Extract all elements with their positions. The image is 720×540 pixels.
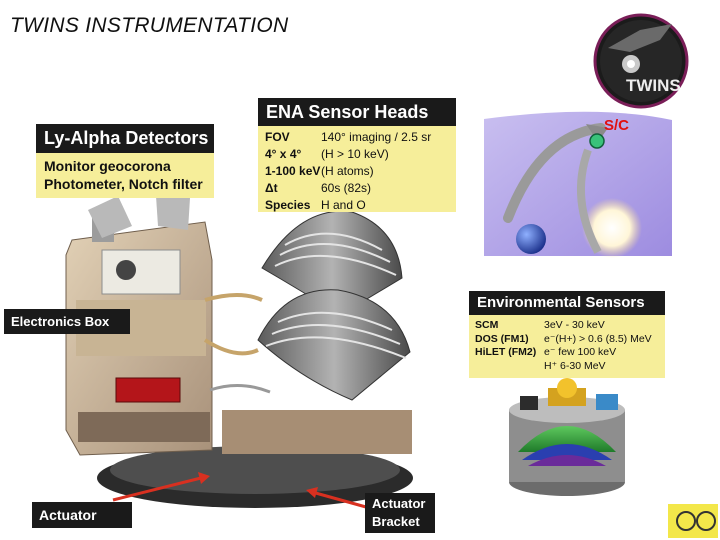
ena-key: 1-100 keV: [265, 164, 321, 178]
ena-key: Δt: [265, 181, 278, 195]
actuator-bracket-line: Bracket: [372, 514, 420, 529]
table-row: 1-100 keV(H atoms): [265, 163, 431, 180]
ly-alpha-header: Ly-Alpha Detectors: [36, 124, 214, 153]
env-header: Environmental Sensors: [469, 291, 665, 315]
env-key: DOS (FM1): [475, 332, 529, 345]
twins-logo: TWINS: [593, 13, 689, 109]
env-body: SCM 3eV - 30 keV DOS (FM1) e⁻(H+) > 0.6 (8…: [469, 315, 665, 378]
twins-instrument-photo: [65, 196, 413, 508]
electronics-box-label: Electronics Box: [4, 309, 130, 334]
spacecraft-marker: [589, 133, 605, 149]
ena-sensor-head-lower: [257, 289, 411, 401]
ly-alpha-panel: Ly-Alpha Detectors Monitor geocorona Pho…: [36, 124, 214, 198]
ena-value: 140° imaging / 2.5 sr: [321, 130, 432, 144]
env-value: e⁻(H+) > 0.6 (8.5) MeV: [544, 332, 652, 345]
env-value: e⁻ few 100 keV: [544, 346, 617, 358]
logo-text: TWINS: [626, 76, 681, 95]
table-row: Species H and O: [265, 197, 431, 214]
env-spec-table: SCM 3eV - 30 keV DOS (FM1) e⁻(H+) > 0.6 (8…: [475, 319, 652, 373]
ena-panel: ENA Sensor Heads FOV 140° imaging / 2.5 s…: [258, 98, 456, 212]
ena-value: H and O: [321, 198, 366, 212]
ena-key: Species: [265, 198, 311, 212]
env-key: HiLET (FM2): [475, 346, 537, 358]
table-row: Δt 60s (82s): [265, 180, 431, 197]
table-row: FOV 140° imaging / 2.5 sr: [265, 129, 431, 146]
ena-key: 4° x 4°: [265, 147, 302, 161]
table-row: DOS (FM1) e⁻(H+) > 0.6 (8.5) MeV: [475, 333, 652, 347]
ena-sensor-head-upper: [261, 210, 403, 316]
actuator-bracket-label: Actuator Bracket: [365, 493, 435, 533]
table-row: 4° x 4° (H > 10 keV): [265, 146, 431, 163]
table-row: HiLET (FM2) e⁻ few 100 keV: [475, 346, 652, 360]
table-row: H⁺ 6-30 MeV: [475, 360, 652, 374]
ena-header: ENA Sensor Heads: [258, 98, 456, 126]
environmental-sensor-cutaway: [509, 378, 625, 496]
env-value: 3eV - 30 keV: [544, 319, 605, 331]
ly-alpha-line: Photometer, Notch filter: [44, 176, 203, 192]
ena-body: FOV 140° imaging / 2.5 sr 4° x 4° (H > 10 …: [258, 126, 456, 212]
ena-value: (H > 10 keV): [321, 147, 389, 161]
slide-title: TWINS INSTRUMENTATION: [10, 14, 289, 37]
callout-arrows: [112, 472, 367, 509]
env-value: H⁺ 6-30 MeV: [544, 359, 606, 372]
spacecraft-label: S/C: [604, 117, 630, 134]
env-panel: Environmental Sensors SCM 3eV - 30 keV DO…: [469, 291, 665, 378]
actuator-label: Actuator: [32, 502, 132, 528]
table-row: SCM 3eV - 30 keV: [475, 319, 652, 333]
ena-value: (H atoms): [321, 164, 374, 178]
actuator-bracket-line: Actuator: [372, 496, 426, 511]
ly-alpha-line: Monitor geocorona: [44, 158, 171, 174]
orbit-diagram: [484, 111, 672, 258]
env-key: SCM: [475, 319, 499, 331]
env-key: [475, 360, 544, 374]
corner-nav-icon[interactable]: [668, 504, 718, 538]
ena-key: FOV: [265, 130, 290, 144]
ena-spec-table: FOV 140° imaging / 2.5 sr 4° x 4° (H > 10 …: [265, 129, 431, 214]
ly-alpha-body: Monitor geocorona Photometer, Notch filt…: [36, 153, 214, 198]
ena-value: 60s (82s): [321, 181, 372, 195]
